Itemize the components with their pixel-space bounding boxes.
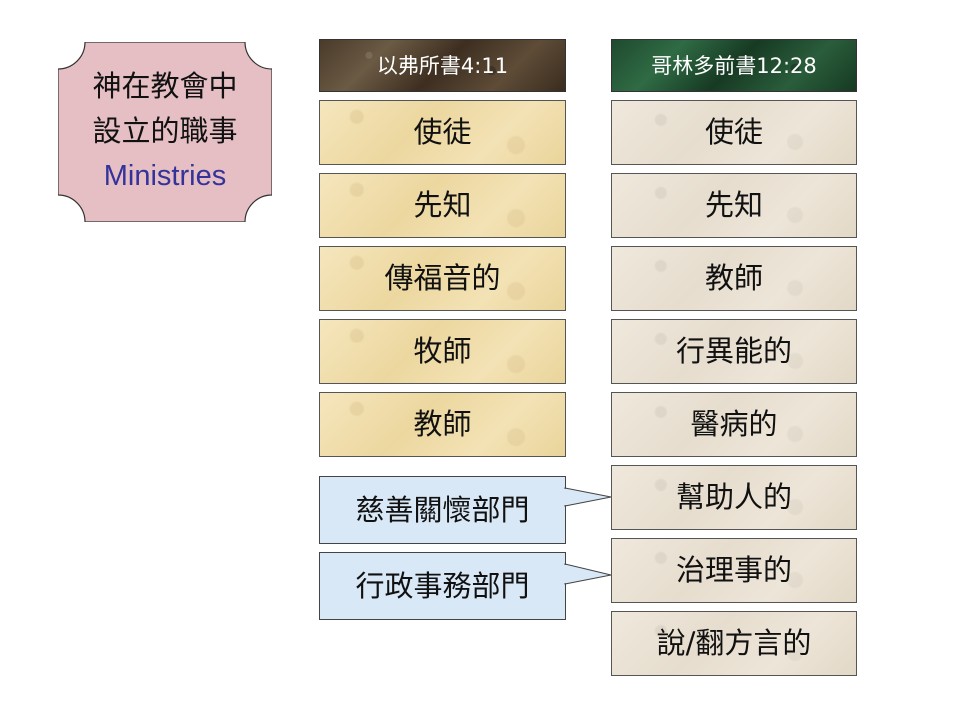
- callout-pointer-charity: [564, 487, 612, 507]
- right-item-teacher: 教師: [611, 246, 857, 311]
- title-line-english: Ministries: [103, 160, 227, 192]
- callout-admin-dept: 行政事務部門: [319, 552, 566, 620]
- right-item-helping: 幫助人的: [611, 465, 857, 530]
- left-item-apostle: 使徒: [319, 100, 566, 165]
- header-corinthians: 哥林多前書12:28: [611, 39, 857, 92]
- title-text: 神在教會中 設立的職事 Ministries: [58, 64, 272, 199]
- right-item-miracles: 行異能的: [611, 319, 857, 384]
- plaque-shape: [58, 42, 272, 222]
- left-item-pastor: 牧師: [319, 319, 566, 384]
- left-item-prophet: 先知: [319, 173, 566, 238]
- header-ephesians: 以弗所書4:11: [319, 39, 566, 92]
- right-item-healing: 醫病的: [611, 392, 857, 457]
- right-item-administration: 治理事的: [611, 538, 857, 603]
- callout-charity-dept: 慈善關懷部門: [319, 476, 566, 544]
- right-item-apostle: 使徒: [611, 100, 857, 165]
- left-item-teacher: 教師: [319, 392, 566, 457]
- title-plaque: 神在教會中 設立的職事 Ministries: [58, 42, 272, 222]
- right-item-prophet: 先知: [611, 173, 857, 238]
- title-line-1: 神在教會中: [92, 69, 238, 103]
- right-item-tongues: 說/翻方言的: [611, 611, 857, 676]
- left-item-evangelist: 傳福音的: [319, 246, 566, 311]
- title-line-2: 設立的職事: [92, 114, 238, 148]
- callout-pointer-admin: [564, 563, 612, 585]
